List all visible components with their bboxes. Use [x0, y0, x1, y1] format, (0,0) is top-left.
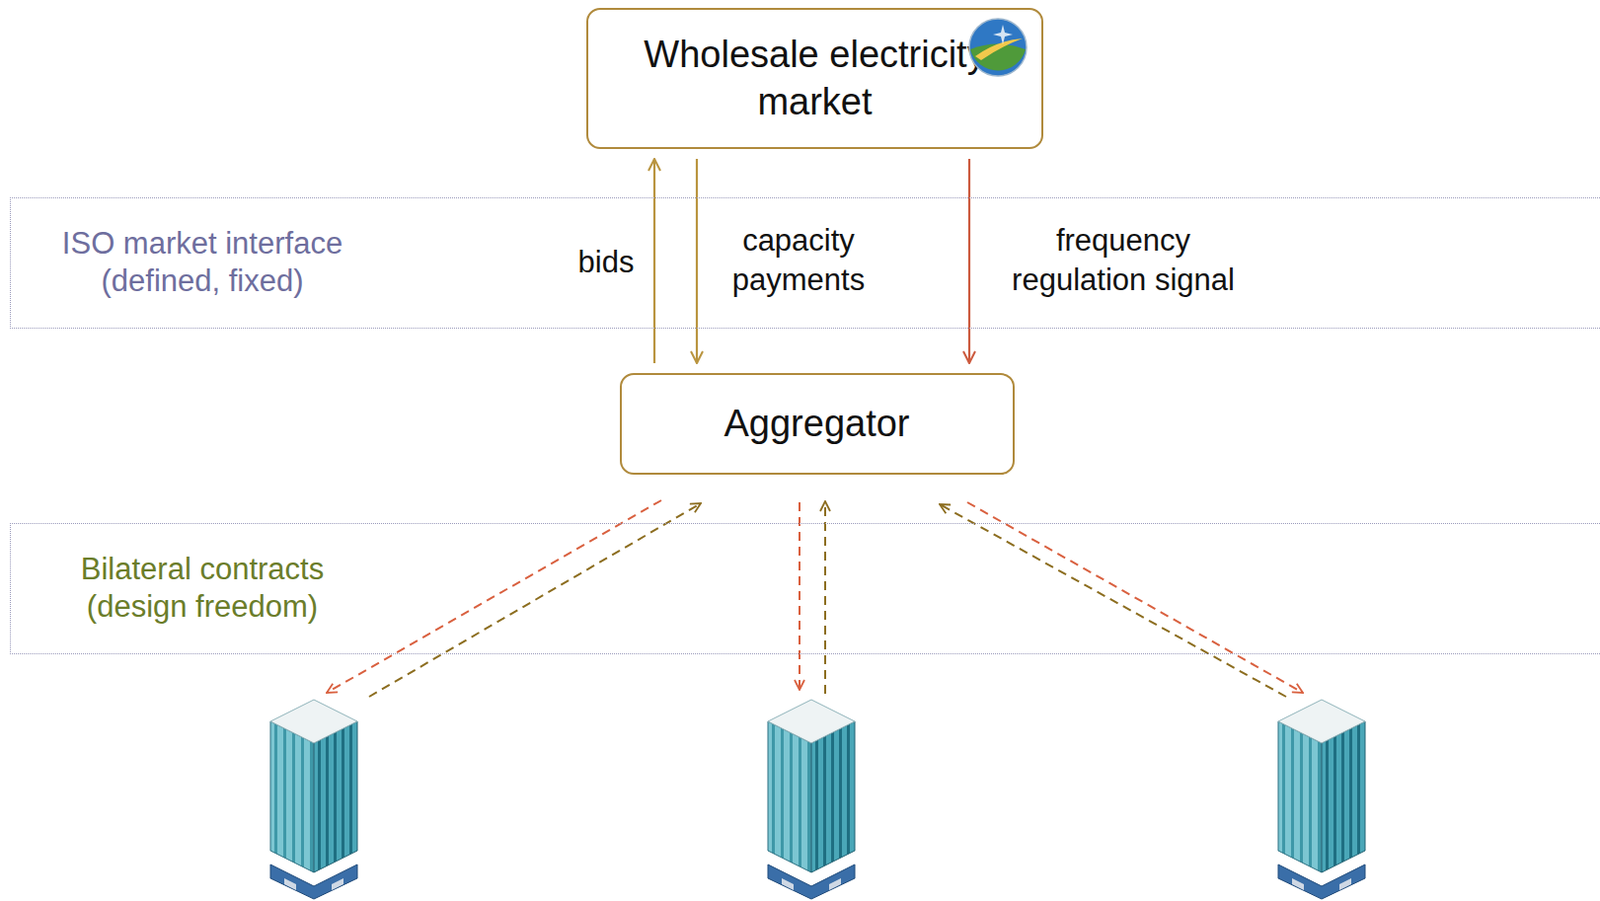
- dashed-bid-arrow: [824, 501, 827, 694]
- market-box: Wholesale electricity market: [586, 7, 1044, 150]
- edge-label: capacity payments: [714, 221, 883, 302]
- dashed-signal-arrow: [326, 500, 662, 693]
- flow-arrow: [968, 158, 971, 364]
- band-label: Bilateral contracts (design freedom): [39, 550, 366, 628]
- flow-arrow: [695, 158, 698, 364]
- building-icon: [1278, 699, 1366, 900]
- box-label: Wholesale electricity market: [637, 31, 993, 126]
- aggregator-box: Aggregator: [619, 373, 1015, 475]
- edge-label: bids: [561, 242, 651, 283]
- dashed-bid-arrow: [369, 503, 701, 697]
- band-label: ISO market interface (defined, fixed): [39, 225, 366, 303]
- edge-label: frequency regulation signal: [999, 221, 1247, 302]
- flow-arrow: [653, 158, 656, 364]
- contracts-band: Bilateral contracts (design freedom): [9, 523, 1600, 655]
- building-icon: [767, 699, 855, 900]
- building-icon: [270, 699, 358, 900]
- dashed-signal-arrow: [798, 502, 801, 690]
- market-logo: [967, 16, 1029, 78]
- box-label: Aggregator: [639, 400, 995, 449]
- dashed-contract-arrows: [326, 500, 1303, 697]
- dashed-signal-arrow: [967, 502, 1303, 693]
- dashed-bid-arrow: [939, 504, 1287, 697]
